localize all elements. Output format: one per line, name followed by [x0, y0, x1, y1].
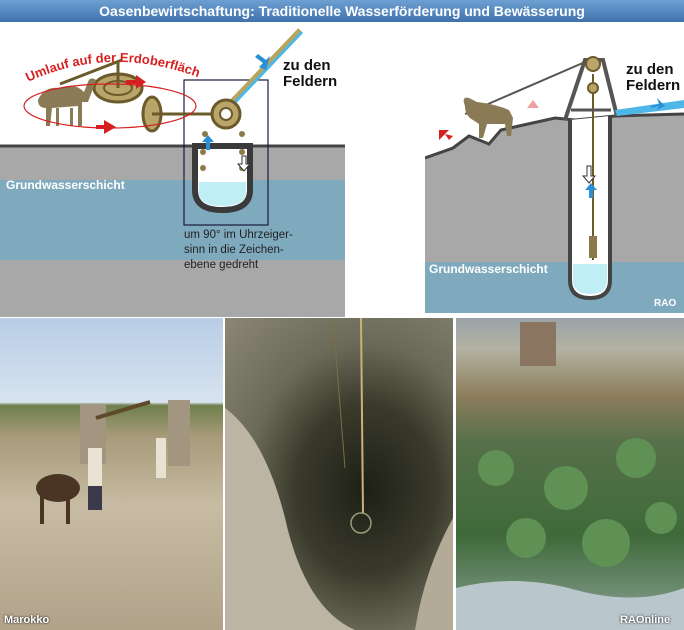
- water-up-arrow-icon: [585, 183, 597, 198]
- left-diagram-graphic: Umlauf auf der Erdoberfläche: [0, 10, 345, 317]
- well-water: [573, 264, 607, 294]
- water-up-arrow-icon: [202, 135, 214, 150]
- left-fields-label: zu den Feldern: [283, 58, 337, 90]
- well-water: [199, 182, 246, 206]
- photo3-caption: RAOnline: [620, 614, 671, 626]
- ox-figure: [463, 97, 513, 138]
- arc-label: Umlauf auf der Erdoberfläche: [0, 22, 202, 85]
- rotation-arrow-icon: [126, 75, 146, 89]
- flow-arrow-icon: [651, 98, 665, 110]
- right-fields-label: zu den Feldern: [626, 62, 680, 94]
- groundwater-layer: [0, 180, 345, 260]
- direction-arrow-icon: [439, 130, 453, 140]
- rotation-arrow-icon: [96, 120, 116, 134]
- left-diagram: Umlauf auf der Erdoberfläche: [0, 10, 345, 317]
- right-credit: RAO: [654, 298, 677, 309]
- photo-morocco-graphic: [36, 400, 190, 524]
- photo-well-graphic: [225, 318, 453, 630]
- page-title: Oasenbewirtschaftung: Traditionelle Wass…: [0, 0, 684, 22]
- rotation-note-line1: um 90° im Uhrzeiger-: [184, 229, 293, 241]
- fields-label-line1: zu den: [626, 61, 674, 78]
- right-diagram-graphic: [424, 56, 684, 313]
- photo1-caption: Marokko: [4, 614, 50, 626]
- photo-morocco: Marokko: [0, 318, 223, 630]
- right-diagram: [424, 40, 684, 313]
- rotation-frame: [183, 79, 269, 226]
- left-groundwater-label: Grundwasserschicht: [6, 178, 125, 192]
- camel-figure: [38, 78, 96, 126]
- photo-well-shaft: [225, 318, 453, 630]
- fields-label-line2: Feldern: [283, 73, 338, 90]
- direction-arrow-icon: [527, 100, 539, 114]
- fields-label-line2: Feldern: [626, 77, 681, 94]
- rotation-note-line3: ebene gedreht: [184, 259, 259, 271]
- photo-fields-graphic: [456, 322, 684, 630]
- well-shaft: [568, 116, 612, 301]
- photo-fields: RAOnline: [456, 318, 684, 630]
- groundwater-layer: [425, 262, 684, 313]
- right-groundwater-label: Grundwasserschicht: [429, 262, 548, 276]
- fields-label-line1: zu den: [283, 57, 331, 74]
- rotation-note-line2: sinn in die Zeichen-: [184, 244, 284, 256]
- bucket-down-arrow-icon: [581, 165, 597, 184]
- bucket-down-arrow-icon: [236, 155, 252, 172]
- flow-arrow-icon: [255, 54, 270, 70]
- rotation-note: um 90° im Uhrzeiger- sinn in die Zeichen…: [184, 228, 314, 273]
